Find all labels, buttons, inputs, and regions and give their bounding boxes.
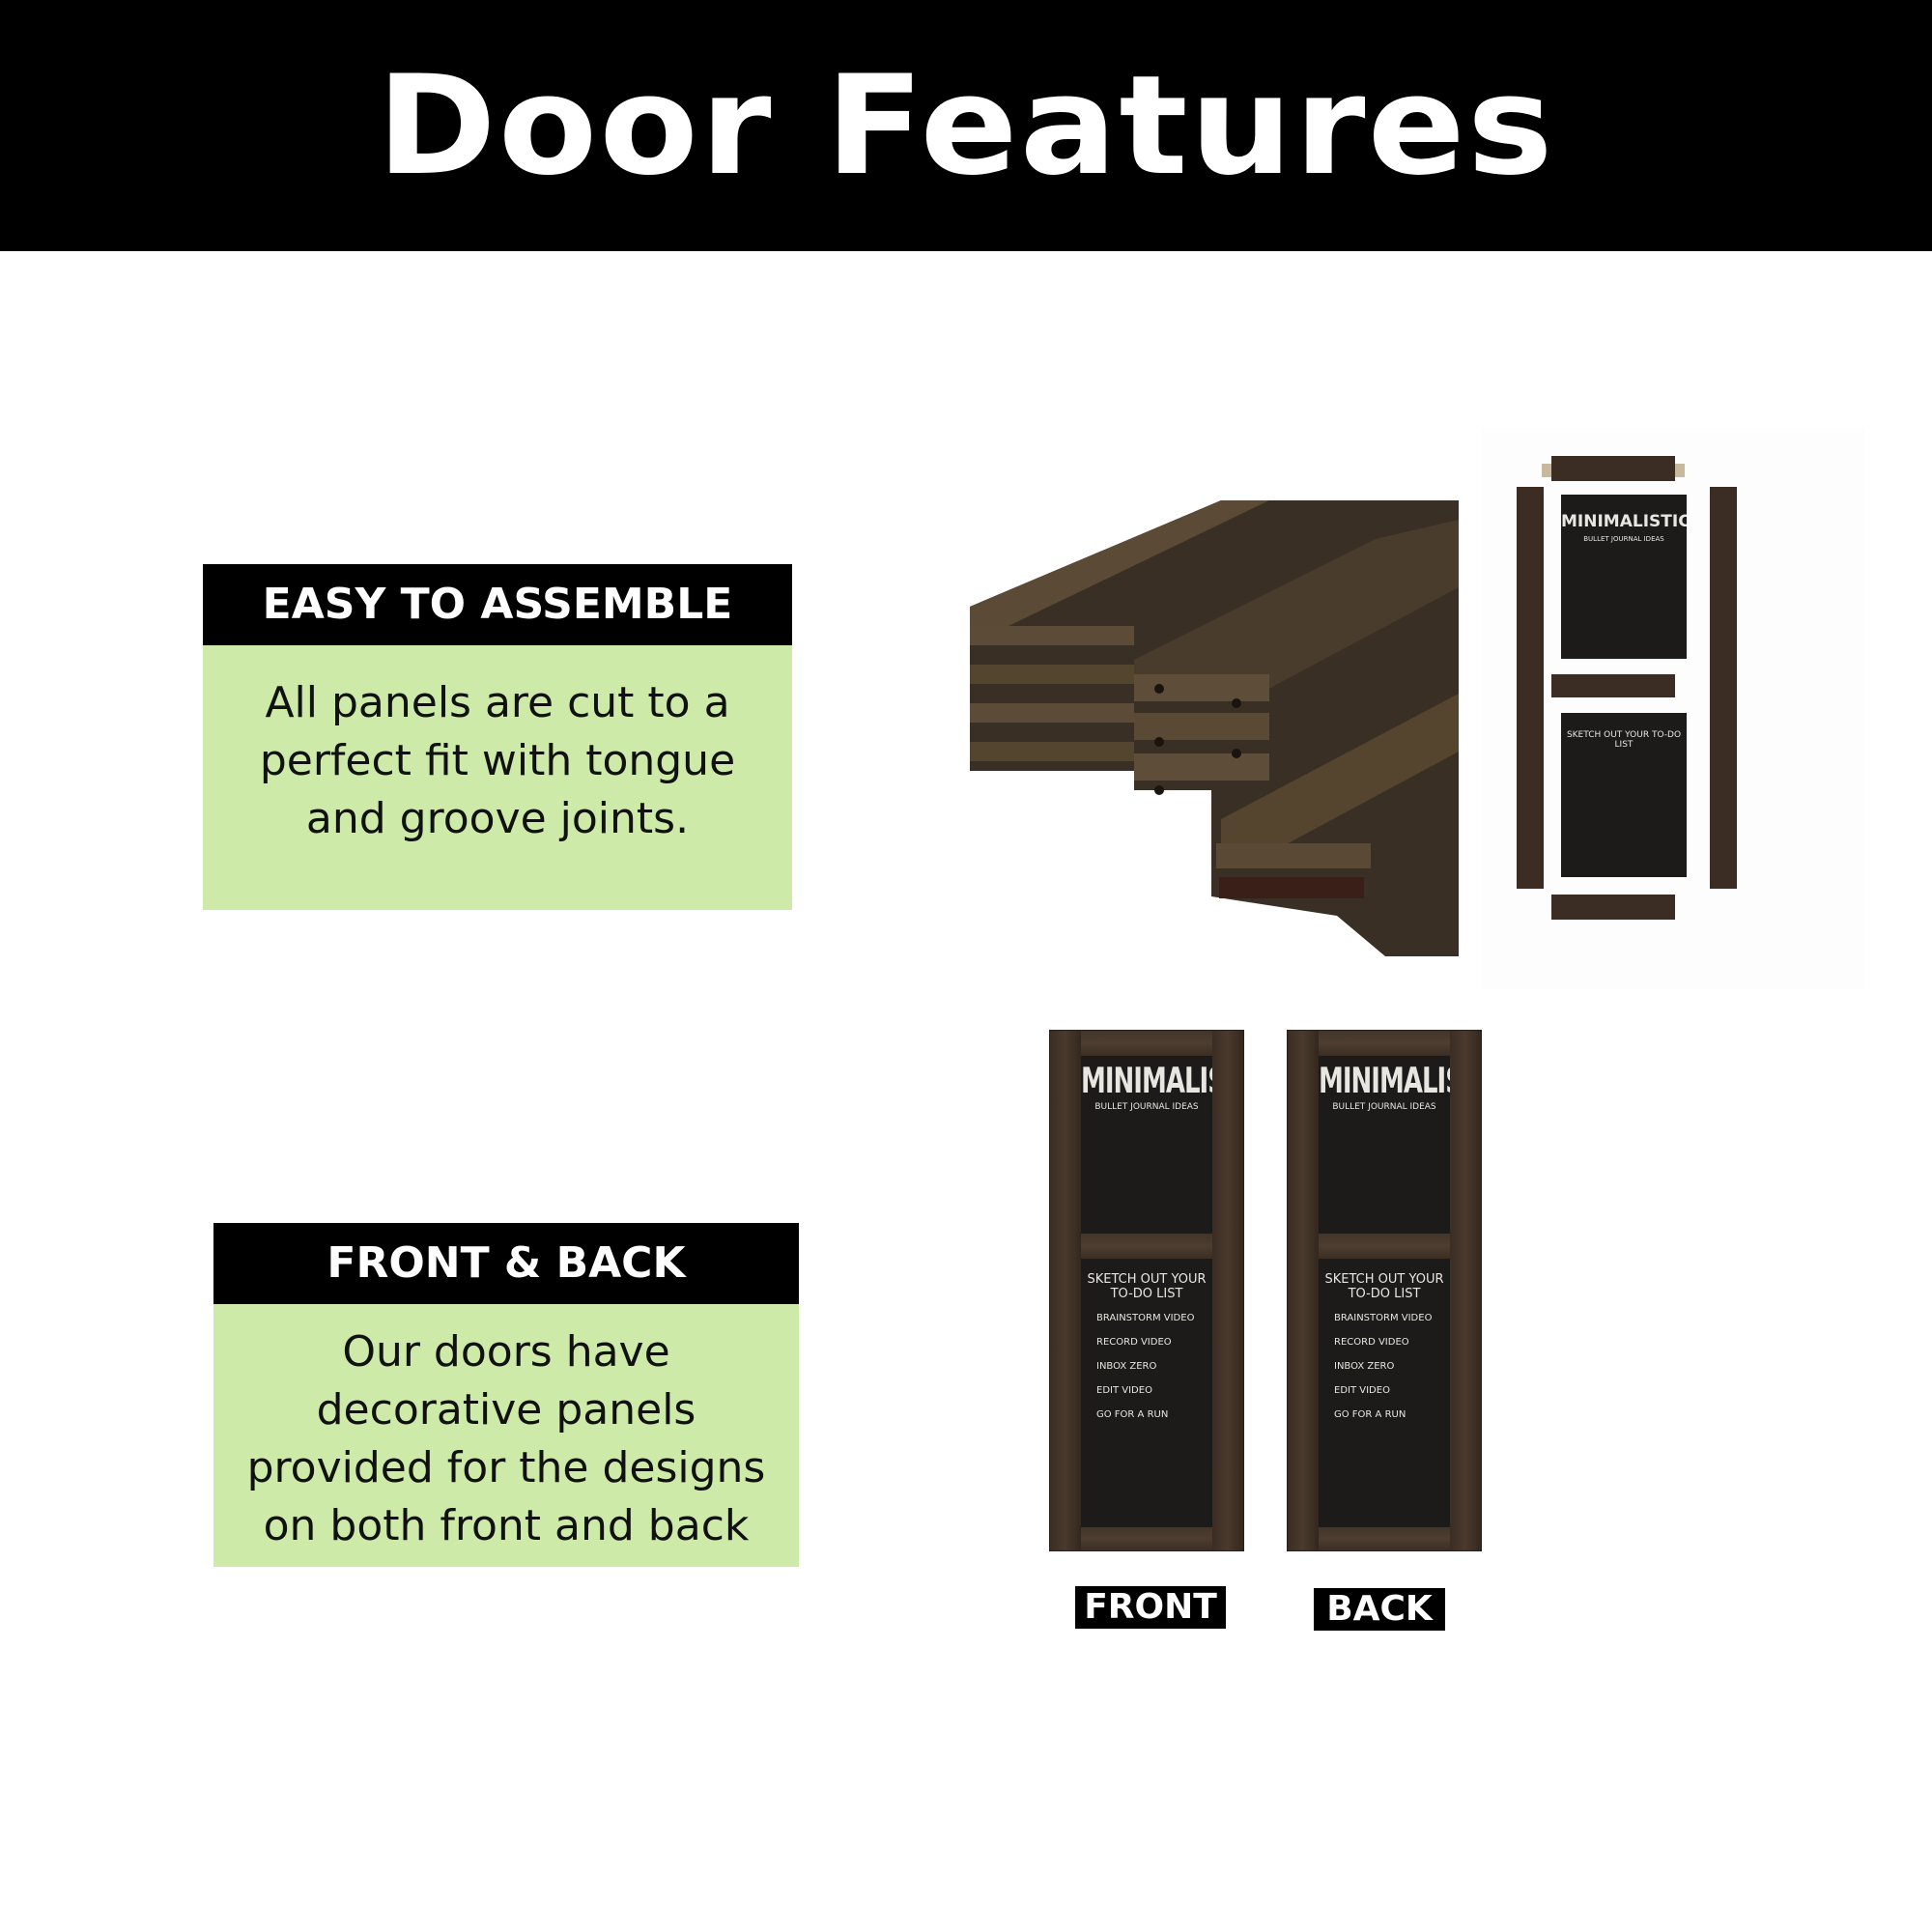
- wood-planks-image: [970, 500, 1459, 956]
- chalkboard-title: MINIMALISTIC: [1081, 1062, 1212, 1102]
- todo-list: BRAINSTORM VIDEO RECORD VIDEO INBOX ZERO…: [1334, 1313, 1450, 1420]
- top-rail: [1551, 456, 1675, 481]
- todo-item: INBOX ZERO: [1096, 1361, 1157, 1372]
- back-label: BACK: [1314, 1588, 1445, 1631]
- chalkboard-subtitle: BULLET JOURNAL IDEAS: [1583, 535, 1664, 543]
- todo-item: GO FOR A RUN: [1096, 1409, 1169, 1420]
- feature-easy-to-assemble: EASY TO ASSEMBLE All panels are cut to a…: [203, 564, 792, 910]
- page-title: Door Features: [377, 45, 1555, 206]
- todo-item: RECORD VIDEO: [1334, 1337, 1409, 1348]
- front-label: FRONT: [1075, 1586, 1226, 1629]
- left-stile: [1517, 487, 1544, 889]
- todo-item: BRAINSTORM VIDEO: [1334, 1313, 1433, 1323]
- chalkboard-subtitle: BULLET JOURNAL IDEAS: [1094, 1102, 1199, 1112]
- feature-description: All panels are cut to a perfect fit with…: [203, 645, 792, 910]
- chalkboard-todo-title: SKETCH OUT YOUR TO-DO LIST: [1324, 1272, 1444, 1301]
- middle-rail: [1551, 674, 1675, 697]
- chalkboard-title: MINIMALISTIC: [1561, 512, 1687, 531]
- right-stile: [1710, 487, 1737, 889]
- door-front-image: MINIMALISTIC BULLET JOURNAL IDEAS SKETCH…: [1049, 1030, 1244, 1551]
- feature-title: FRONT & BACK: [213, 1223, 799, 1304]
- door-parts-exploded-image: MINIMALISTIC BULLET JOURNAL IDEAS SKETCH…: [1482, 429, 1864, 989]
- chalkboard-title: MINIMALISTIC: [1319, 1062, 1450, 1102]
- bottom-rail: [1551, 895, 1675, 920]
- door-back-image: MINIMALISTIC BULLET JOURNAL IDEAS SKETCH…: [1287, 1030, 1482, 1551]
- chalkboard-todo-title: SKETCH OUT YOUR TO-DO LIST: [1087, 1272, 1207, 1301]
- tenon: [1542, 464, 1551, 477]
- chalkboard-panel-bottom: SKETCH OUT YOUR TO-DO LIST: [1561, 713, 1687, 877]
- todo-item: EDIT VIDEO: [1334, 1385, 1390, 1396]
- chalkboard-subtitle: BULLET JOURNAL IDEAS: [1332, 1102, 1436, 1112]
- todo-list: BRAINSTORM VIDEO RECORD VIDEO INBOX ZERO…: [1096, 1313, 1212, 1420]
- page-header: Door Features: [0, 0, 1932, 251]
- todo-item: INBOX ZERO: [1334, 1361, 1395, 1372]
- feature-front-and-back: FRONT & BACK Our doors have decorative p…: [213, 1223, 799, 1567]
- chalkboard-panel-top: MINIMALISTIC BULLET JOURNAL IDEAS: [1561, 495, 1687, 659]
- todo-item: GO FOR A RUN: [1334, 1409, 1406, 1420]
- todo-item: RECORD VIDEO: [1096, 1337, 1172, 1348]
- feature-description: Our doors have decorative panels provide…: [213, 1304, 799, 1567]
- todo-item: BRAINSTORM VIDEO: [1096, 1313, 1195, 1323]
- todo-item: EDIT VIDEO: [1096, 1385, 1152, 1396]
- feature-title: EASY TO ASSEMBLE: [203, 564, 792, 645]
- tenon: [1675, 464, 1685, 477]
- chalkboard-todo-title: SKETCH OUT YOUR TO-DO LIST: [1566, 730, 1682, 750]
